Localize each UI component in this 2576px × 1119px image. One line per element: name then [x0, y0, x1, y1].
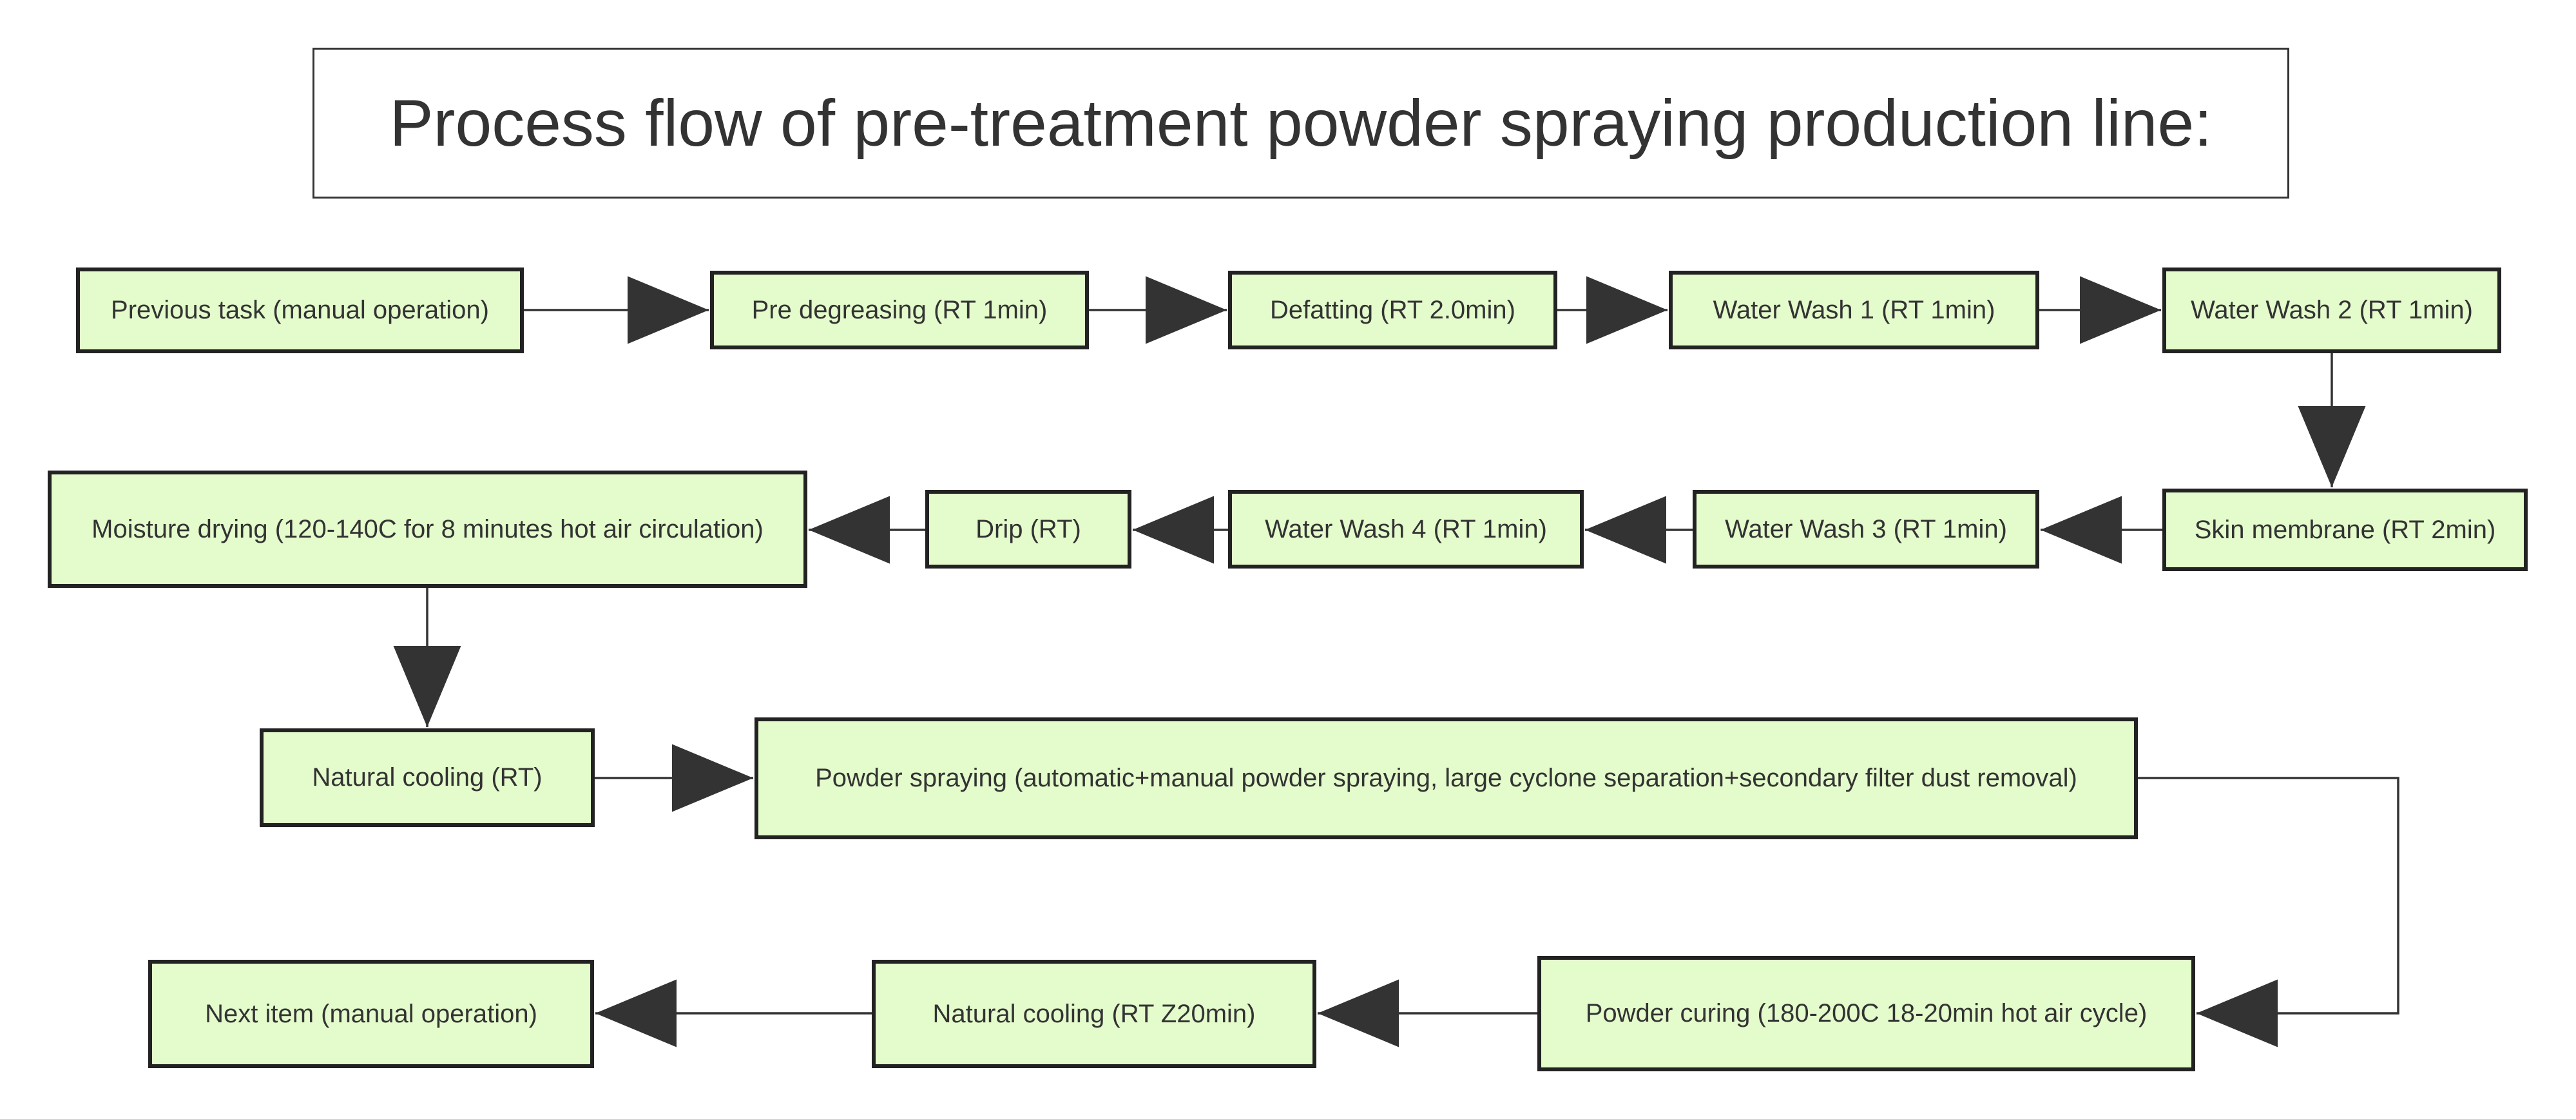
- step-defatting: Defatting (RT 2.0min): [1228, 271, 1557, 349]
- step-moisture-drying: Moisture drying (120-140C for 8 minutes …: [48, 471, 807, 588]
- step-natural-cooling-final: Natural cooling (RT Z20min): [872, 960, 1316, 1068]
- step-water-wash-1: Water Wash 1 (RT 1min): [1669, 271, 2039, 349]
- step-skin-membrane: Skin membrane (RT 2min): [2162, 489, 2528, 571]
- step-water-wash-4: Water Wash 4 (RT 1min): [1228, 490, 1584, 569]
- step-powder-spraying: Powder spraying (automatic+manual powder…: [755, 717, 2138, 839]
- step-next-item: Next item (manual operation): [148, 960, 594, 1068]
- diagram-title: Process flow of pre-treatment powder spr…: [312, 48, 2289, 199]
- step-drip: Drip (RT): [925, 490, 1131, 569]
- step-powder-curing: Powder curing (180-200C 18-20min hot air…: [1537, 956, 2195, 1071]
- step-previous-task: Previous task (manual operation): [76, 268, 524, 353]
- arrow-n12-to-n13: [2138, 777, 2399, 1047]
- step-natural-cooling: Natural cooling (RT): [260, 728, 595, 827]
- step-water-wash-3: Water Wash 3 (RT 1min): [1693, 490, 2039, 569]
- step-pre-degreasing: Pre degreasing (RT 1min): [710, 271, 1089, 349]
- step-water-wash-2: Water Wash 2 (RT 1min): [2162, 268, 2501, 353]
